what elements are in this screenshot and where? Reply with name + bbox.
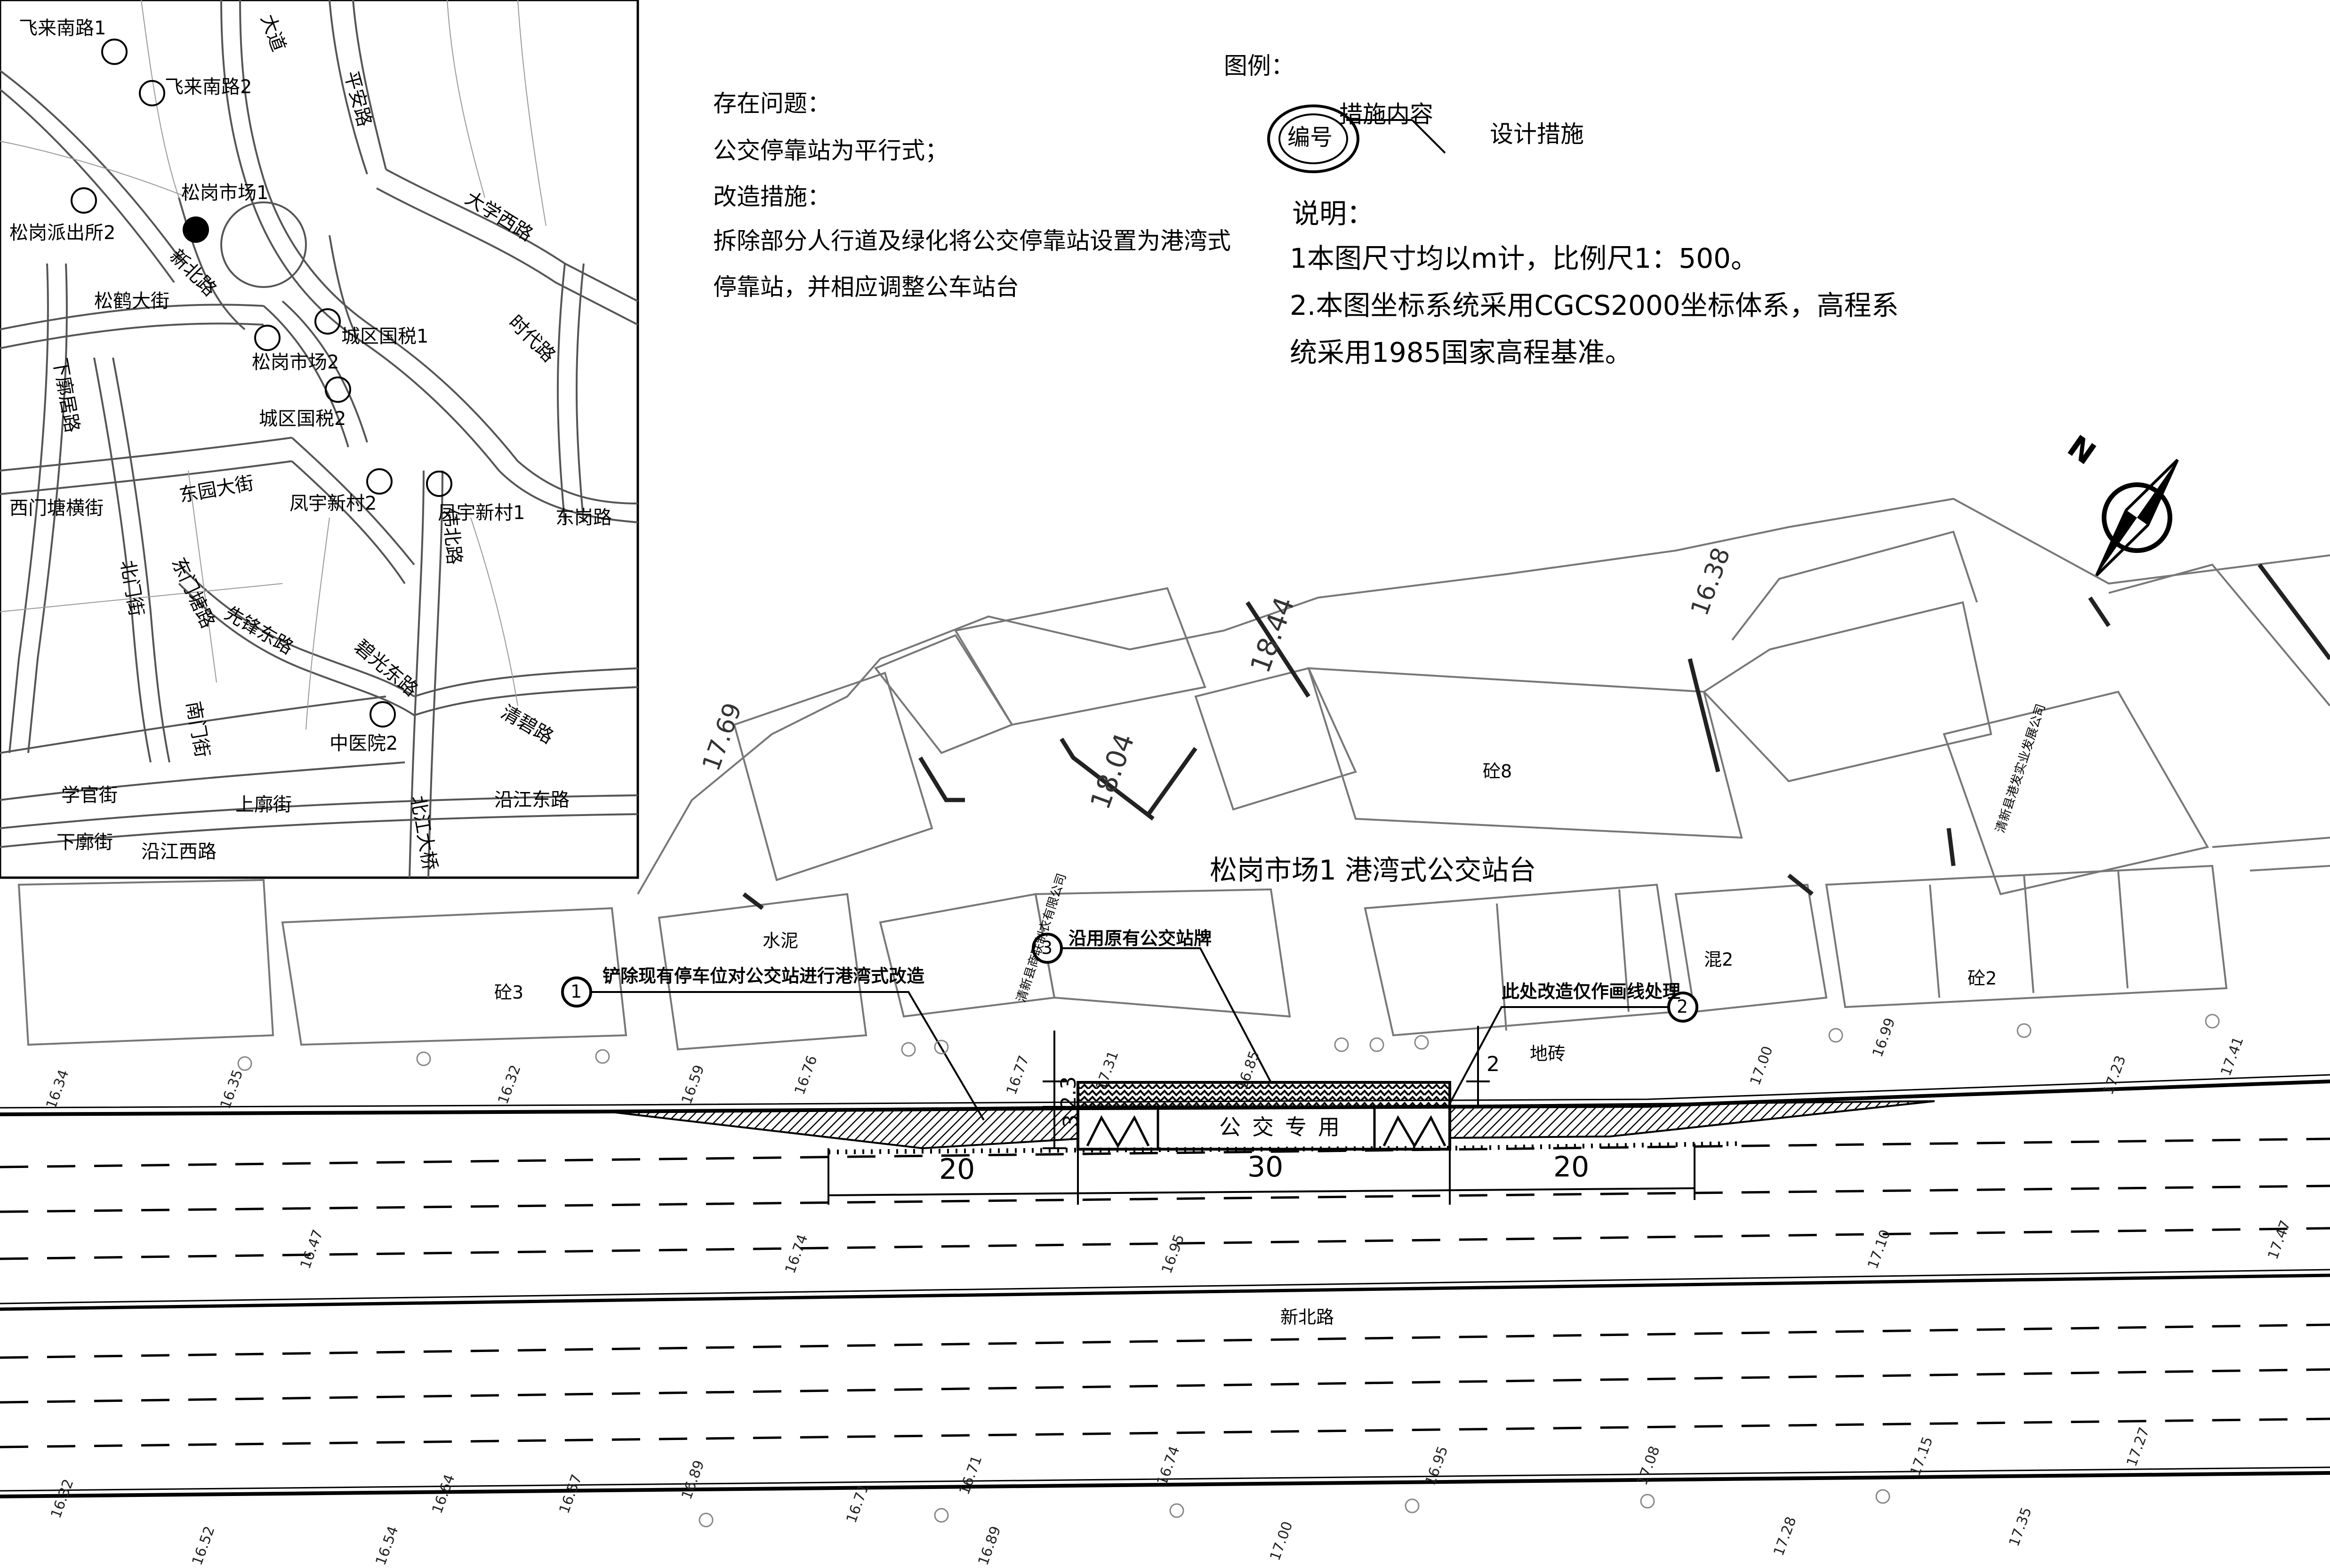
north-arrow [2095, 458, 2179, 577]
stop-marker [366, 468, 393, 495]
legend-symbol [1267, 104, 1446, 173]
stop-marker [139, 80, 165, 106]
inset-map [0, 0, 639, 879]
map-road-label: 沿江西路 [141, 841, 217, 863]
map-stop-label: 松岗派出所2 [9, 222, 116, 244]
map-stop-label: 中医院2 [329, 733, 398, 754]
site-label: 水泥 [763, 930, 799, 951]
map-stop-label: 松岗市场1 [181, 182, 269, 204]
legend-design-label: 设计措施 [1490, 120, 1584, 148]
note-line: 2.本图坐标系统采用CGCS2000坐标体系，高程系 [1290, 289, 1899, 321]
note-line: 1本图尺寸均以m计，比例尺1：500。 [1290, 242, 1759, 274]
dimension-right: 20 [1553, 1151, 1590, 1184]
callout-text: 此处改造仅作画线处理 [1502, 981, 1681, 1002]
callout-text: 沿用原有公交站牌 [1069, 928, 1212, 949]
note-line: 统采用1985国家高程基准。 [1290, 336, 1632, 368]
site-label: 混2 [1704, 949, 1734, 970]
measures-text: 拆除部分人行道及绿化将公交停靠站设置为港湾式 [713, 227, 1231, 255]
stop-marker-filled [183, 216, 209, 243]
map-road-label: 伟北路 [438, 507, 466, 566]
stop-marker [71, 187, 97, 214]
map-road-label: 下廓街 [56, 832, 113, 853]
bus-bay-marking: 公交专用 [1219, 1114, 1351, 1140]
map-stop-label: 城区国税2 [259, 408, 346, 430]
map-stop-label: 凤宇新村2 [289, 493, 377, 514]
legend-symbol-text: 编号 [1287, 124, 1333, 151]
dimension-middle: 30 [1247, 1151, 1284, 1184]
walls [742, 563, 2330, 910]
stop-marker [101, 39, 128, 65]
map-stop-label: 飞来南路1 [19, 17, 106, 39]
map-road-label: 东岗路 [555, 507, 612, 528]
stop-marker [370, 701, 396, 728]
stop-marker [254, 325, 281, 351]
stop-marker [325, 376, 351, 403]
measures-text: 停靠站，并相应调整公车站台 [713, 273, 1019, 301]
dimension-left: 20 [939, 1153, 975, 1186]
site-outlines [17, 497, 2330, 1051]
callout-number: 2 [1677, 996, 1688, 1017]
callout-text: 铲除现有停车位对公交站进行港湾式改造 [603, 966, 925, 986]
legend-title: 图例： [1224, 52, 1294, 80]
map-road-label: 上廓街 [235, 794, 292, 816]
station-title: 松岗市场1 港湾式公交站台 [1210, 854, 1536, 886]
dimension-depth: 3 [1059, 1114, 1083, 1128]
site-label: 砼2 [1968, 968, 1997, 989]
existing-issue-title: 存在问题： [713, 90, 831, 117]
map-road-label: 西门塘横街 [9, 497, 104, 519]
map-stop-label: 松岗市场2 [252, 352, 339, 373]
site-label: 地砖 [1530, 1043, 1566, 1064]
map-road-label: 沿江东路 [494, 789, 570, 811]
map-road-label: 松鹤大街 [94, 290, 169, 312]
callout-number: 1 [570, 981, 582, 1002]
sidewalk-marks [237, 1014, 2220, 1528]
notes-title: 说明： [1292, 198, 1374, 230]
map-road-label: 学官街 [61, 784, 118, 806]
map-stop-label: 城区国税1 [341, 326, 429, 347]
stop-marker [426, 471, 452, 497]
road-lines [0, 1074, 2330, 1498]
callout-number: 3 [1041, 937, 1053, 958]
map-stop-label: 凤宇新村1 [438, 502, 525, 524]
site-label: 砼8 [1483, 761, 1512, 782]
existing-issue-text: 公交停靠站为平行式； [713, 137, 948, 164]
stop-marker [314, 308, 341, 335]
legend-content-label: 措施内容 [1339, 101, 1433, 128]
bus-bay [561, 933, 1935, 1205]
site-label: 砼3 [494, 982, 524, 1003]
map-stop-label: 飞来南路2 [165, 76, 252, 98]
dimension-depth: 2 [1486, 1052, 1500, 1076]
road-name-label: 新北路 [1280, 1307, 1334, 1328]
measures-title: 改造措施： [713, 183, 831, 210]
dimension-depth: 2.3 [1056, 1076, 1081, 1109]
